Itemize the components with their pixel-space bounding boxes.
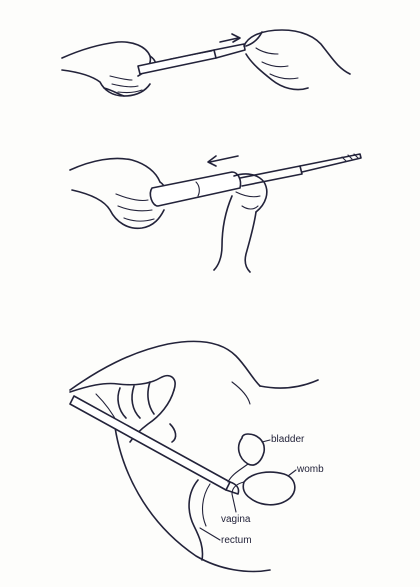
panel-3-insertion: bladder womb vagina rectum [70, 341, 324, 571]
label-womb: womb [296, 464, 324, 475]
rectum-shape [189, 480, 210, 560]
right-hand-panel-1 [244, 30, 350, 90]
label-rectum: rectum [221, 535, 252, 546]
arrow-left-icon [208, 156, 238, 166]
label-vagina: vagina [221, 514, 251, 525]
applicator-panel-3 [70, 396, 239, 494]
panel-2-load-applicator [70, 154, 361, 272]
panel-1-draw-plunger [62, 30, 350, 96]
bladder-shape [228, 434, 264, 482]
label-leaders [200, 440, 296, 540]
label-bladder: bladder [271, 434, 305, 445]
body-outline [70, 341, 318, 571]
womb-shape [232, 472, 295, 505]
applicator-panel-2 [150, 154, 361, 206]
arrow-right-icon [220, 34, 240, 42]
